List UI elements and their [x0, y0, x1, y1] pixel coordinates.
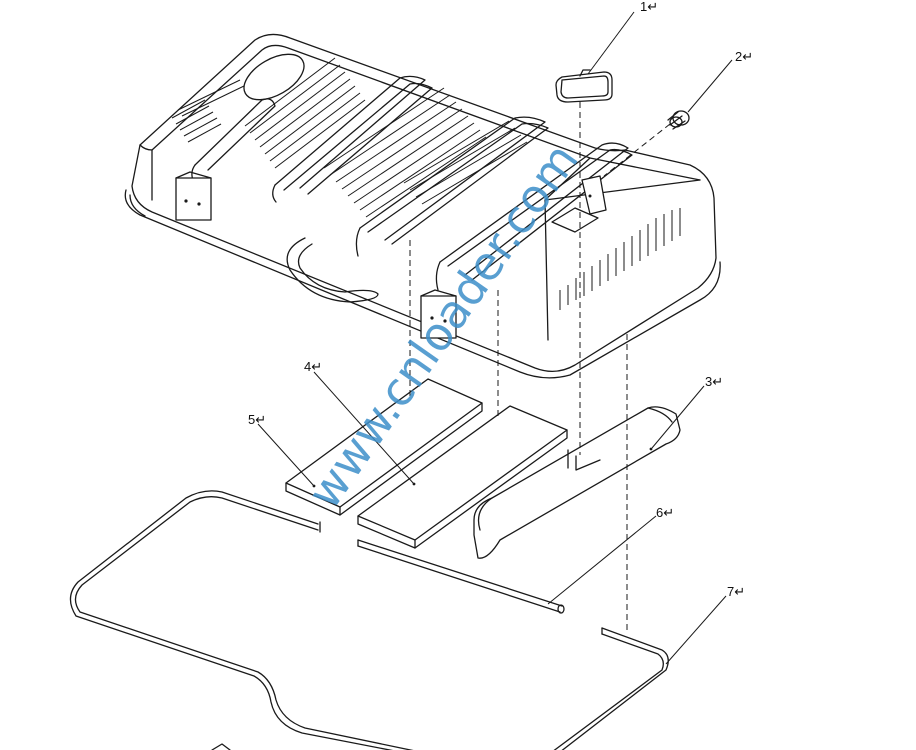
callout-1: 1↵	[640, 0, 658, 14]
cover-handle	[286, 237, 379, 303]
callout-6: 6↵	[656, 505, 674, 520]
vent-slots-left	[171, 79, 245, 143]
leader-lines	[257, 11, 733, 665]
callout-2: 2↵	[735, 49, 753, 64]
part-7-gasket	[69, 490, 669, 750]
part-5-pad	[285, 378, 483, 516]
vent-slots-side	[559, 208, 681, 310]
part-6-strip	[357, 539, 565, 614]
callout-4: 4↵	[304, 359, 322, 374]
part-1-clip	[555, 69, 613, 103]
vent-slots-middle	[244, 57, 366, 169]
vent-slots-right	[403, 120, 528, 205]
part-3-end-block	[473, 406, 681, 559]
latch-bracket	[581, 175, 607, 215]
hinge-bracket-front	[420, 289, 457, 339]
callout-5: 5↵	[248, 412, 266, 427]
strap-bands	[191, 75, 633, 291]
cover-housing	[124, 33, 721, 379]
hinge-bracket-left	[175, 171, 212, 221]
vent-slots-center	[323, 87, 487, 218]
part-2-screw	[667, 110, 690, 130]
callout-7: 7↵	[727, 584, 745, 599]
assembly-lines	[409, 102, 671, 634]
callout-3: 3↵	[705, 374, 723, 389]
